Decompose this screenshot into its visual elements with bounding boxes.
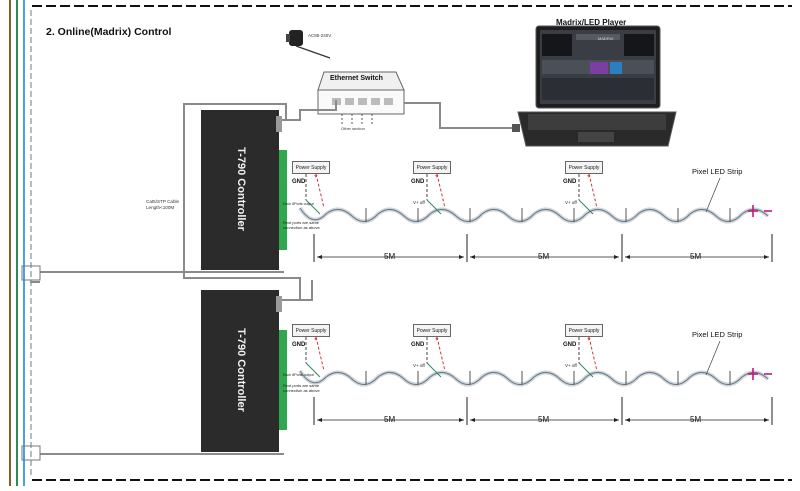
power-supply-icon: Power Supply [565,324,603,337]
data-wire [578,199,594,215]
adapter-label: AC85-240V [308,33,332,38]
strip-label-leader [705,340,721,376]
data-wire [426,362,442,378]
power-supply-icon: Power Supply [292,324,330,337]
pixel-led-strip-label: Pixel LED Strip [692,330,743,339]
segment-length-label: 5M [538,415,550,424]
power-supply-icon: Power Supply [413,161,451,174]
power-supply-label: Power Supply [295,164,327,171]
segment-length-label: 5M [690,415,702,424]
gnd-label: GND [292,179,306,185]
power-supply-icon: Power Supply [413,324,451,337]
positive-wire [315,173,325,209]
madrix-logo-text: MADRIX [598,36,614,41]
vplus-label: V+ off [413,200,425,205]
data-wire [305,199,321,215]
dimension-arrow-right [614,255,619,259]
power-adapter-icon [286,30,331,59]
dimension-arrow-left [625,418,630,422]
laptop-icon [517,25,677,147]
dimension-arrow-left [317,418,322,422]
led-strip-edge [299,207,769,222]
controller-label-bottom: T-790 Controller [235,328,247,412]
positive-label: + [587,337,591,343]
vplus-label: V+ off [565,363,577,368]
page-heading: 2. Online(Madrix) Control [46,26,172,38]
pixel-led-strip-label: Pixel LED Strip [692,167,743,176]
segment-length-label: 5M [690,252,702,261]
switch-title: Ethernet Switch [330,75,383,82]
dimension-arrow-right [764,418,769,422]
junction-box-top [21,265,41,281]
strip-label-leader [705,177,721,213]
positive-label: + [314,174,318,180]
dimension-arrow-right [459,255,464,259]
positive-label: + [435,337,439,343]
rj45-connector [512,124,520,132]
player-title: Madrix/LED Player [556,18,627,27]
controller-note-top: Rest ports are same connection as above [283,220,320,230]
dimension-arrow-left [317,255,322,259]
power-supply-label: Power Supply [416,164,448,171]
positive-wire [436,336,446,372]
positive-label: + [435,174,439,180]
power-supply-icon: Power Supply [292,161,330,174]
gnd-label: GND [563,342,577,348]
controller-icon-bottom [201,290,287,452]
controller-icon-top [201,110,287,270]
dimension-arrow-left [470,255,475,259]
gnd-label: GND [563,179,577,185]
ethernet-switch-icon [317,71,405,124]
power-supply-label: Power Supply [568,164,600,171]
power-supply-icon: Power Supply [565,161,603,174]
gnd-label: GND [292,342,306,348]
led-strip-layer [298,173,773,425]
gnd-label: GND [411,342,425,348]
cable-label: Cat5/STP Cable Length<100M [146,199,180,210]
data-wire [426,199,442,215]
gnd-label: GND [411,179,425,185]
other-section-label: Other section [341,126,365,131]
data-wire [305,362,321,378]
controller-note-bottom: Rest ports are same connection as above [283,383,320,393]
positive-label: + [314,337,318,343]
power-supply-label: Power Supply [416,327,448,334]
dimension-arrow-left [625,255,630,259]
dimension-arrow-right [614,418,619,422]
junction-box-bottom [21,445,41,461]
dimension-arrow-right [459,418,464,422]
positive-wire [315,336,325,372]
dimension-arrow-left [470,418,475,422]
controller-output-note-bottom: Each 8Ports output [283,373,314,377]
positive-wire [436,173,446,209]
controller-output-note-top: Each 8Ports output [283,202,314,206]
positive-label: + [587,174,591,180]
data-wire [578,362,594,378]
dimension-arrow-right [764,255,769,259]
positive-wire [588,336,598,372]
positive-wire [588,173,598,209]
power-supply-label: Power Supply [568,327,600,334]
segment-length-label: 5M [538,252,550,261]
network-cables [30,100,512,455]
power-supply-label: Power Supply [295,327,327,334]
segment-length-label: 5M [384,252,396,261]
vplus-label: V+ off [565,200,577,205]
controller-label-top: T-790 Controller [235,147,247,231]
led-strip-edge [299,370,769,385]
segment-length-label: 5M [384,415,396,424]
vplus-label: V+ off [413,363,425,368]
